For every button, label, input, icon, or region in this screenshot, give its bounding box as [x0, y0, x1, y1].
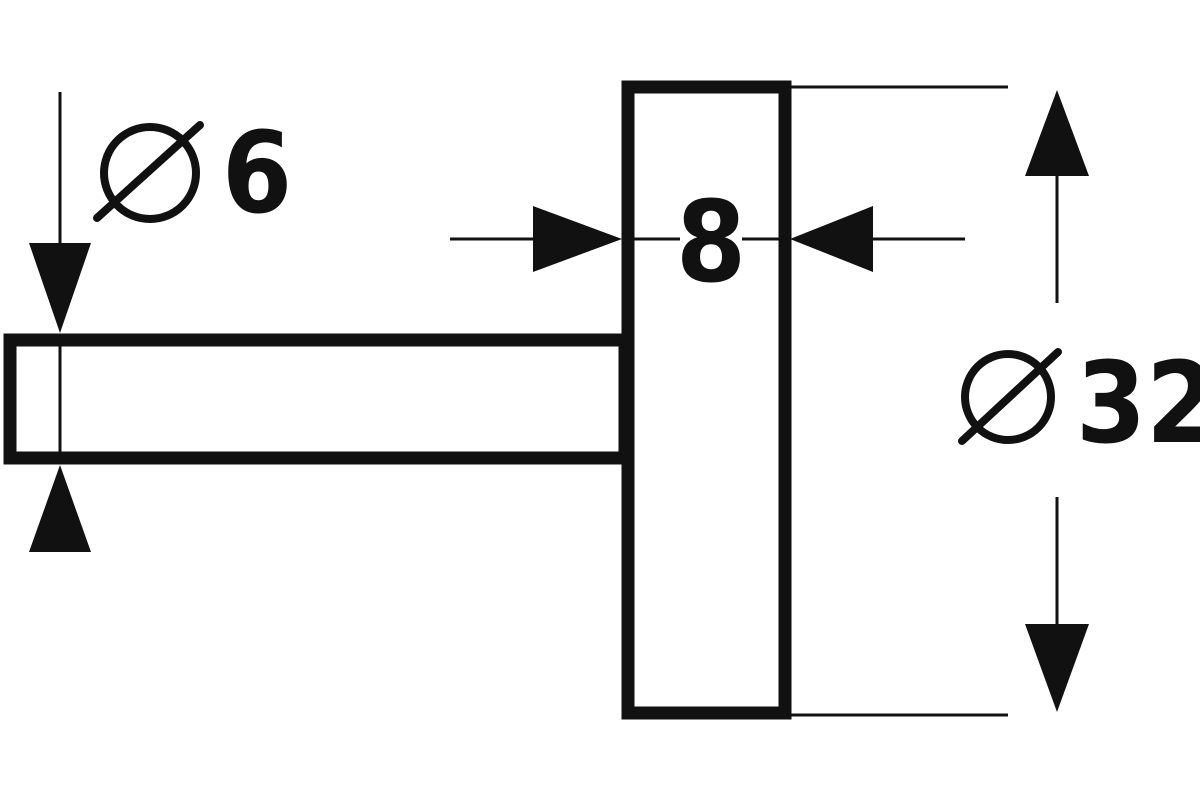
shaft-body	[3, 333, 632, 465]
arrow-left-icon	[790, 206, 873, 272]
arrow-right-icon	[533, 206, 622, 272]
arrow-down-icon	[29, 243, 91, 333]
flange-diameter-dimension: 32	[958, 90, 1200, 712]
diameter-symbol-icon	[958, 348, 1062, 445]
shaft	[3, 333, 632, 465]
diameter-symbol-icon	[93, 121, 204, 223]
flange-diameter-value: 32	[1076, 339, 1200, 469]
arrow-down-icon	[1025, 624, 1089, 712]
arrow-up-icon	[29, 465, 91, 552]
flange-width-value: 8	[676, 178, 746, 308]
flange-body	[621, 80, 792, 720]
shaft-diameter-value: 6	[222, 109, 292, 239]
flange-width-dimension: 8	[450, 178, 965, 308]
arrow-up-icon	[1025, 90, 1089, 176]
shaft-diameter-dimension: 6	[29, 92, 292, 552]
